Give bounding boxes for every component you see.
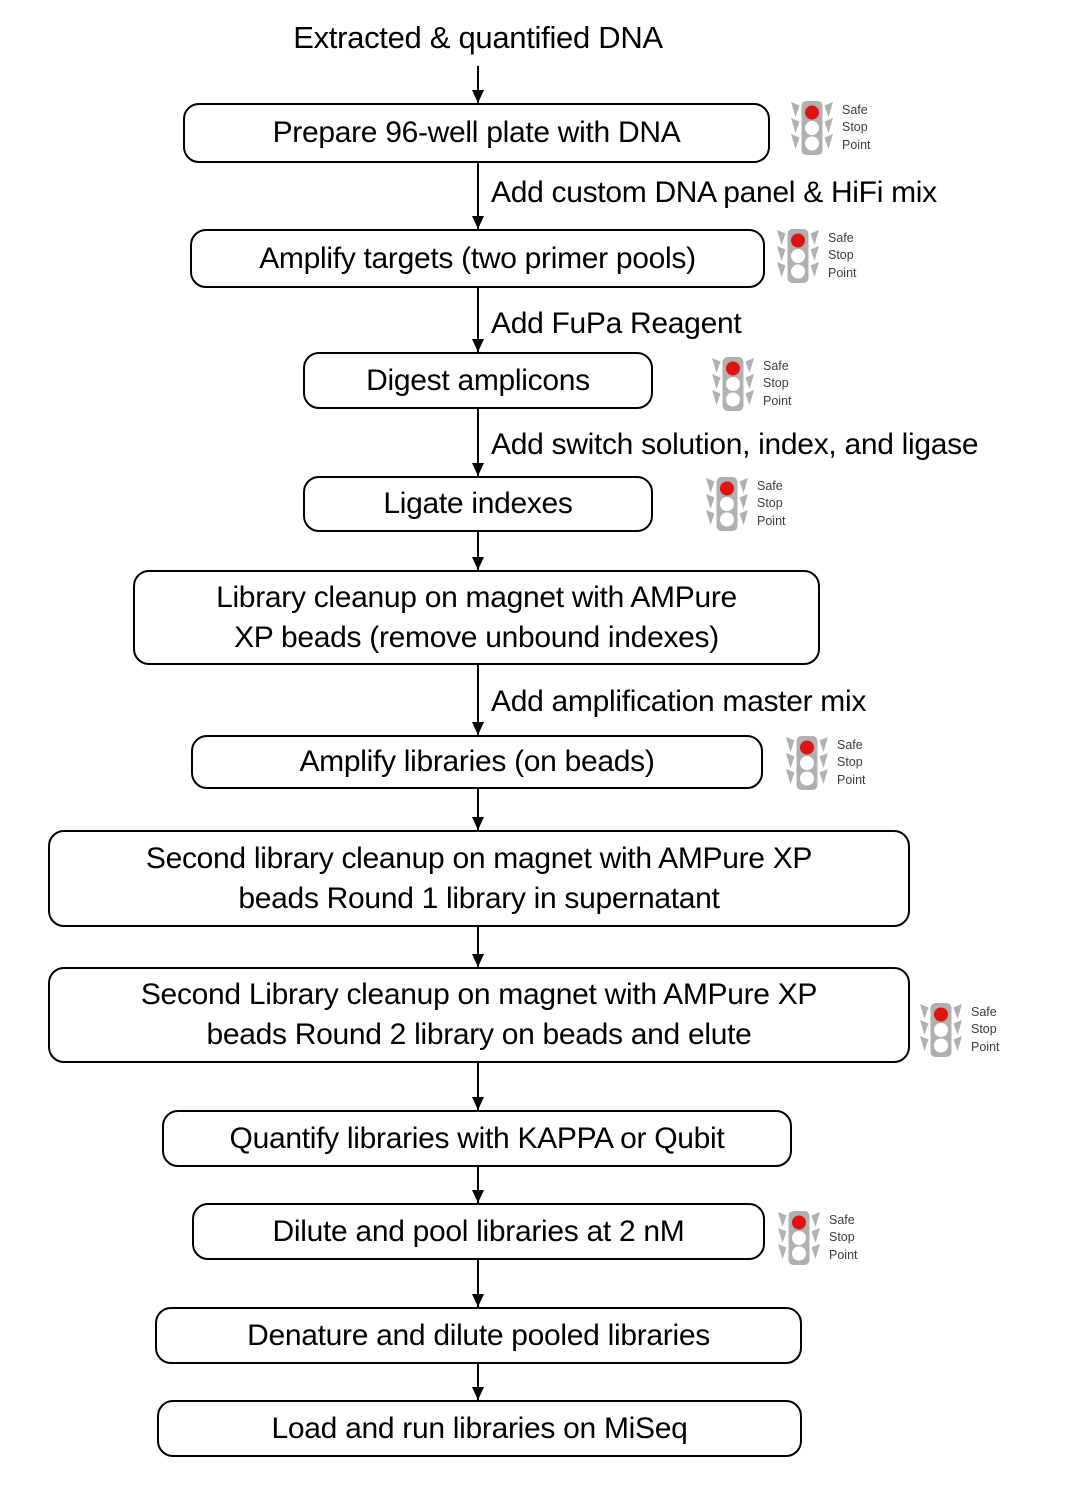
step-second-cleanup-round1: Second library cleanup on magnet with AM… [48,830,910,927]
step-label-line2: XP beads (remove unbound indexes) [234,620,719,654]
traffic-light-icon [706,477,748,531]
flow-arrow-second-cleanup2-to-quantify [477,1063,479,1110]
step-label: Library cleanup on magnet with AMPure [216,580,737,614]
step-label: Prepare 96-well plate with DNA [272,116,681,149]
step-amplify-libraries: Amplify libraries (on beads) [191,735,763,789]
step-prepare-plate: Prepare 96-well plate with DNA [183,103,770,163]
traffic-light-icon [777,229,819,283]
flow-arrow-prepare-to-amplify-targets [477,162,479,229]
traffic-light-icon [778,1211,820,1265]
flow-arrow-ligate-to-cleanup [477,532,479,570]
step-label: Digest amplicons [366,363,590,397]
edge-label-custom-dna-panel: Add custom DNA panel & HiFi mix [491,176,937,209]
step-label: Second Library cleanup on magnet with AM… [140,978,818,1011]
step-label: Dilute and pool libraries at 2 nM [272,1214,685,1248]
step-amplify-targets: Amplify targets (two primer pools) [190,229,765,288]
step-label-line2: beads Round 1 library in supernatant [238,881,720,915]
flow-arrow-title-to-prepare [477,66,479,103]
step-dilute-pool: Dilute and pool libraries at 2 nM [192,1203,765,1260]
traffic-light-icon [712,357,754,411]
step-digest-amplicons: Digest amplicons [303,352,653,409]
step-label: Ligate indexes [383,487,573,520]
flow-arrow-cleanup-to-amplify-libraries [477,665,479,735]
flow-arrow-second-cleanup1-to-second-cleanup2 [477,927,479,967]
flow-arrow-amplify-targets-to-digest [477,288,479,352]
step-denature-dilute: Denature and dilute pooled libraries [155,1307,802,1364]
step-label-line2: beads Round 2 library on beads and elute [206,1018,752,1051]
traffic-light-icon [920,1003,962,1057]
step-label: Load and run libraries on MiSeq [271,1411,688,1445]
step-label: Denature and dilute pooled libraries [247,1318,710,1352]
step-label: Second library cleanup on magnet with AM… [145,841,813,875]
flow-arrow-denature-to-load [477,1364,479,1400]
step-second-cleanup-round2: Second Library cleanup on magnet with AM… [48,967,910,1063]
step-label: Quantify libraries with KAPPA or Qubit [229,1121,725,1155]
step-quantify-libraries: Quantify libraries with KAPPA or Qubit [162,1110,792,1167]
flow-arrow-amplify-libraries-to-second-cleanup1 [477,789,479,830]
edge-label-switch-solution: Add switch solution, index, and ligase [491,428,979,461]
traffic-light-icon [791,101,833,155]
step-ligate-indexes: Ligate indexes [303,476,653,532]
flow-arrow-dilute-to-denature [477,1260,479,1307]
flow-arrow-quantify-to-dilute [477,1167,479,1203]
step-label: Amplify libraries (on beads) [299,745,655,778]
flow-arrow-digest-to-ligate [477,409,479,476]
step-load-run-miseq: Load and run libraries on MiSeq [157,1400,802,1457]
edge-label-amplification-master-mix: Add amplification master mix [491,685,867,718]
step-library-cleanup: Library cleanup on magnet with AMPure XP… [133,570,820,665]
diagram-title: Extracted & quantified DNA [293,20,663,55]
traffic-light-icon [786,736,828,790]
step-label: Amplify targets (two primer pools) [259,241,696,275]
edge-label-fupa-reagent: Add FuPa Reagent [491,307,742,340]
